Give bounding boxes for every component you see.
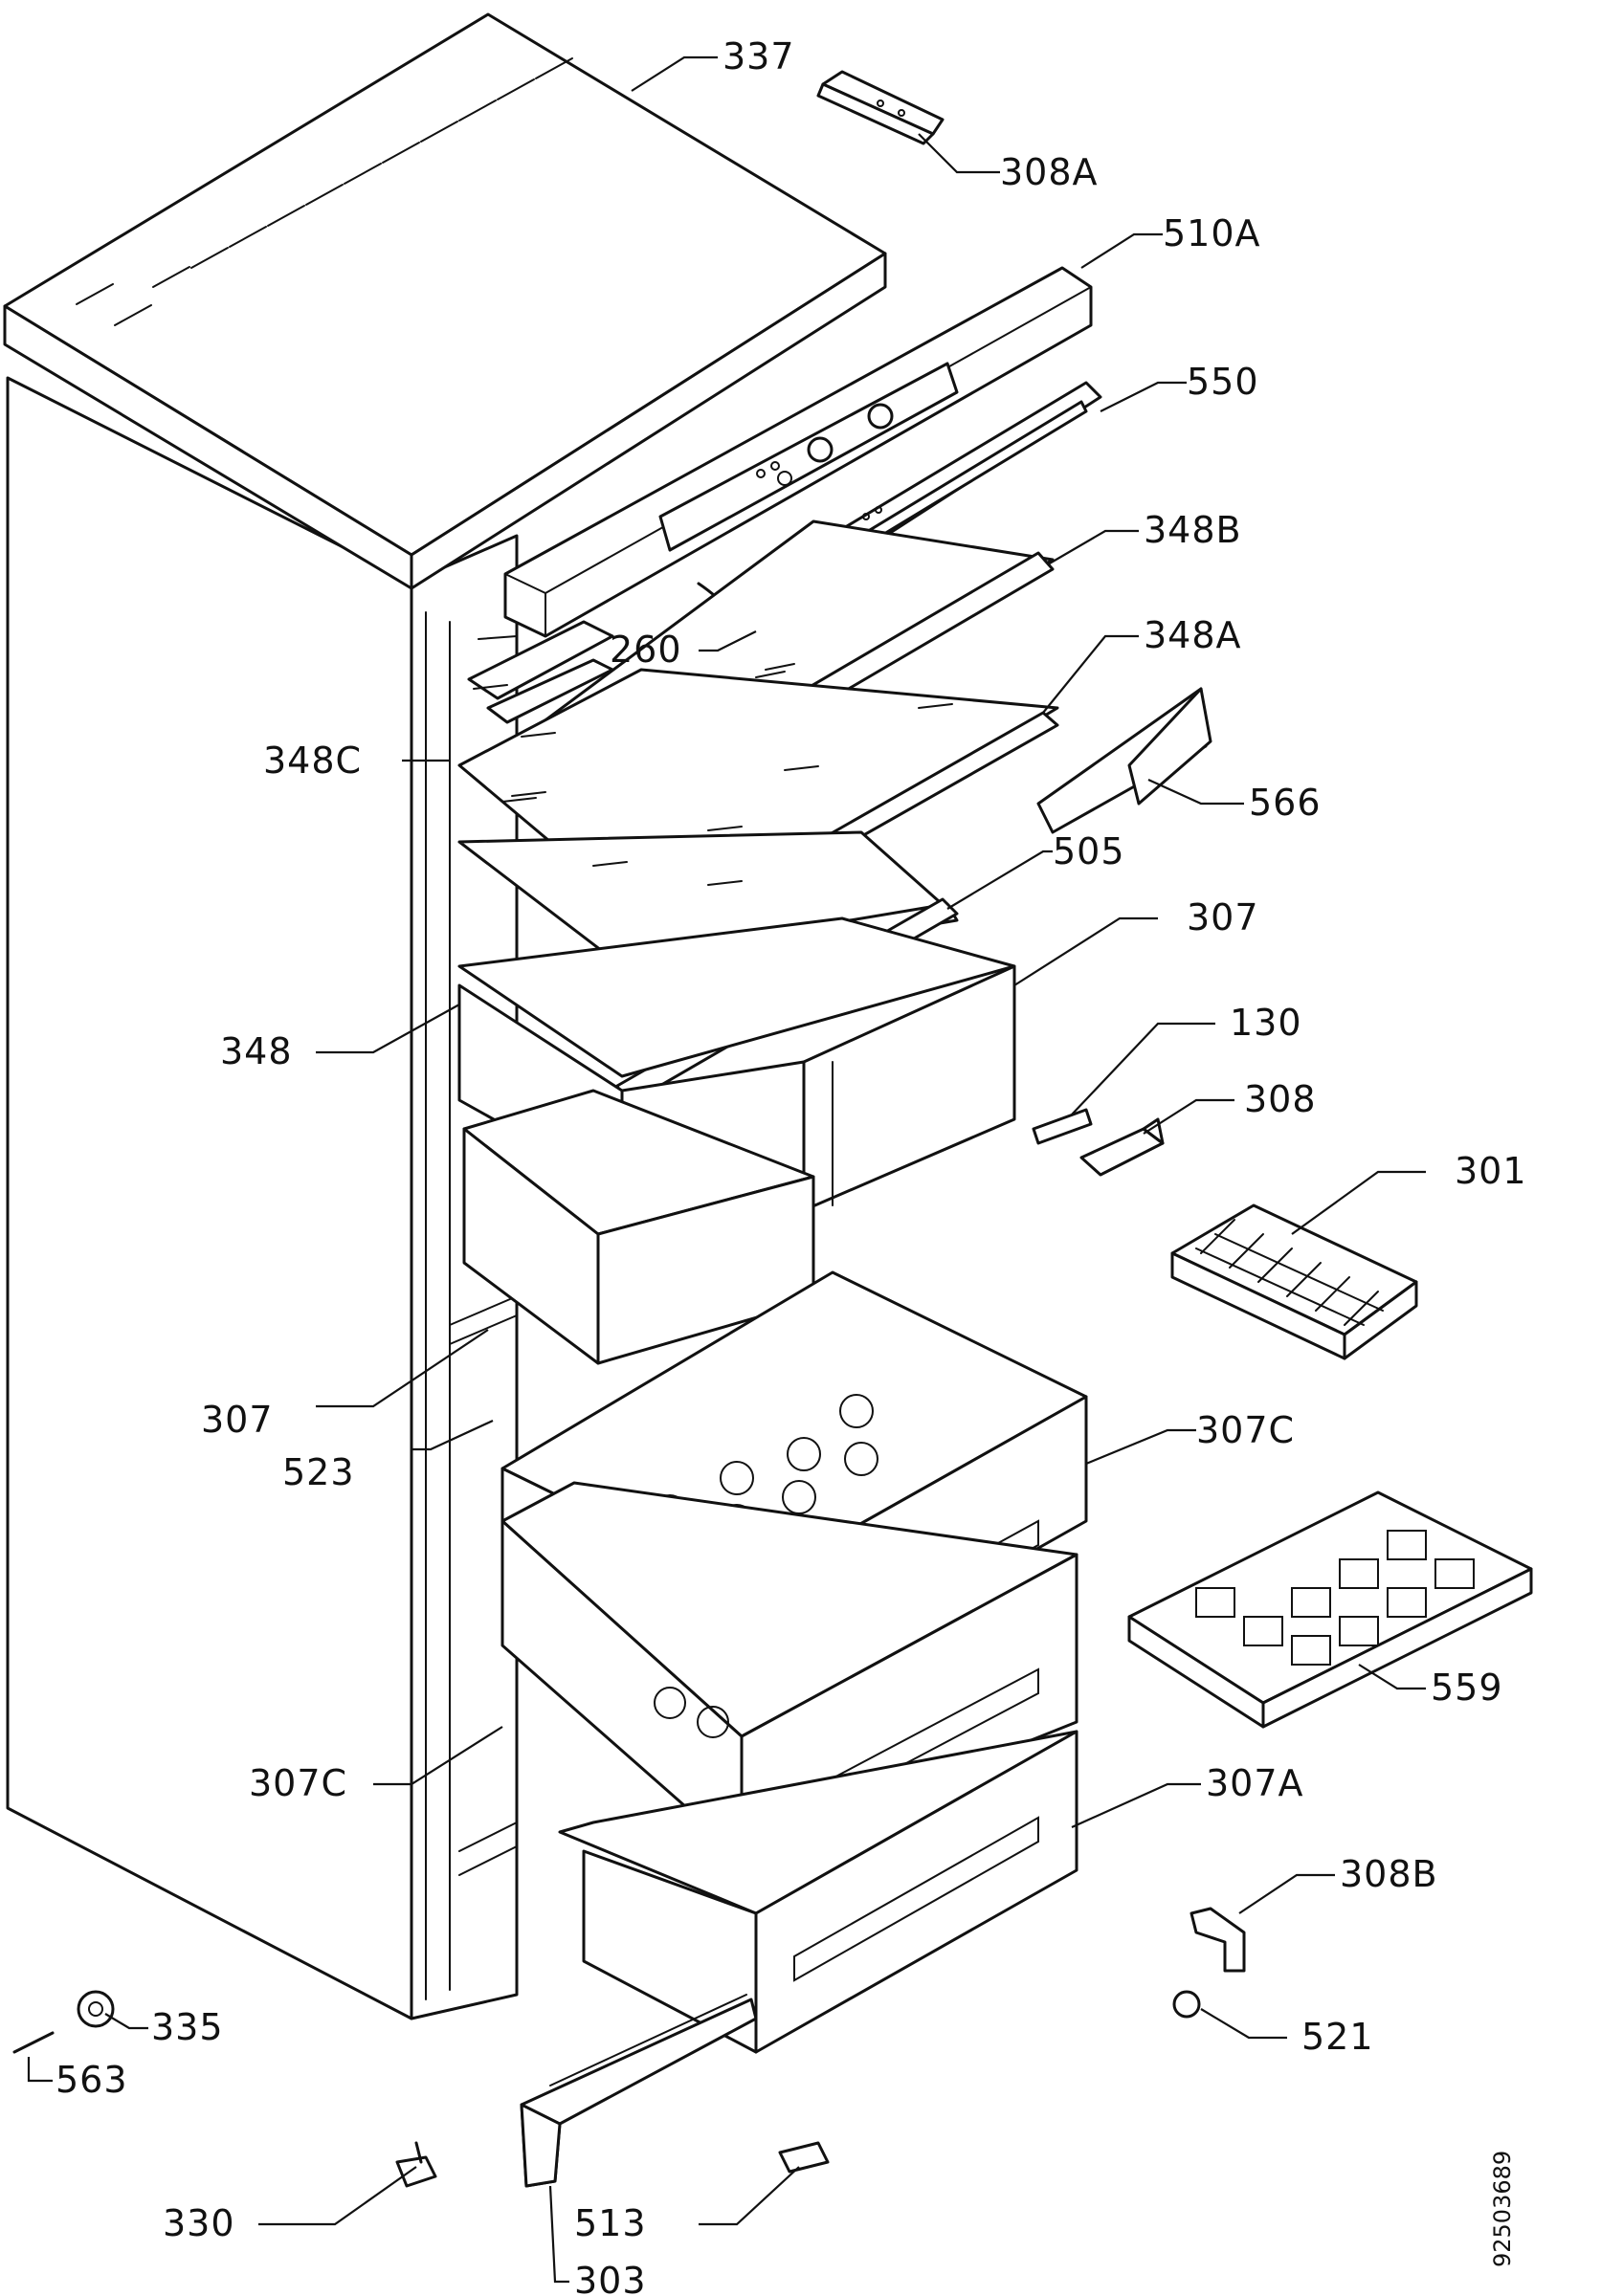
label-307-top: 307 (1187, 896, 1259, 938)
label-513: 513 (574, 2202, 647, 2244)
crisper-drawer-307-top (457, 916, 1016, 1212)
label-307c-left: 307C (249, 1762, 347, 1804)
label-348c: 348C (263, 740, 362, 782)
label-303: 303 (574, 2260, 647, 2296)
bracket-308 (1079, 1117, 1165, 1177)
label-337: 337 (723, 35, 795, 77)
bracket-308b (1189, 1907, 1246, 1973)
label-308: 308 (1244, 1078, 1317, 1120)
hinge-308a (816, 70, 945, 145)
knob-521 (1172, 1990, 1201, 2019)
leader-lines (27, 55, 1426, 2284)
label-301: 301 (1455, 1150, 1527, 1192)
shelf-566 (1036, 687, 1212, 834)
label-307-left: 307 (201, 1399, 274, 1441)
label-566: 566 (1249, 782, 1322, 824)
freezer-drawer-307a (558, 1730, 1078, 2054)
label-559: 559 (1431, 1667, 1503, 1709)
foot-330 (395, 2141, 437, 2188)
label-523: 523 (282, 1451, 355, 1493)
label-563: 563 (56, 2059, 128, 2101)
cabinet-body (6, 376, 519, 2020)
shelf-348c (467, 620, 614, 724)
control-panel-510a (503, 266, 1093, 638)
label-550: 550 (1187, 361, 1259, 403)
label-307a: 307A (1206, 1762, 1304, 1804)
part-513 (778, 2141, 830, 2174)
label-348a: 348A (1144, 614, 1242, 656)
ice-pack-559 (1127, 1490, 1533, 1729)
label-130: 130 (1230, 1002, 1302, 1044)
label-348: 348 (220, 1030, 293, 1072)
label-510a: 510A (1163, 212, 1261, 254)
part-130 (1032, 1108, 1093, 1145)
label-308a: 308A (1000, 151, 1099, 193)
ice-tray-301 (1170, 1203, 1418, 1360)
pin-563 (12, 2031, 55, 2054)
plinth-303 (520, 1994, 758, 2188)
part-labels: 337 308A 510A 550 348B 348A 260 348C 566… (56, 35, 1527, 2296)
label-308b: 308B (1340, 1853, 1438, 1895)
label-335: 335 (151, 2006, 224, 2048)
spacer-335 (77, 1990, 115, 2028)
cabinet-top-lid (3, 12, 887, 590)
label-505: 505 (1053, 830, 1125, 872)
label-348b: 348B (1144, 509, 1242, 551)
label-330: 330 (163, 2202, 235, 2244)
label-260: 260 (610, 629, 682, 671)
label-307c-right: 307C (1196, 1409, 1295, 1451)
document-number: 92503689 (1489, 2151, 1516, 2267)
label-521: 521 (1301, 2016, 1374, 2058)
